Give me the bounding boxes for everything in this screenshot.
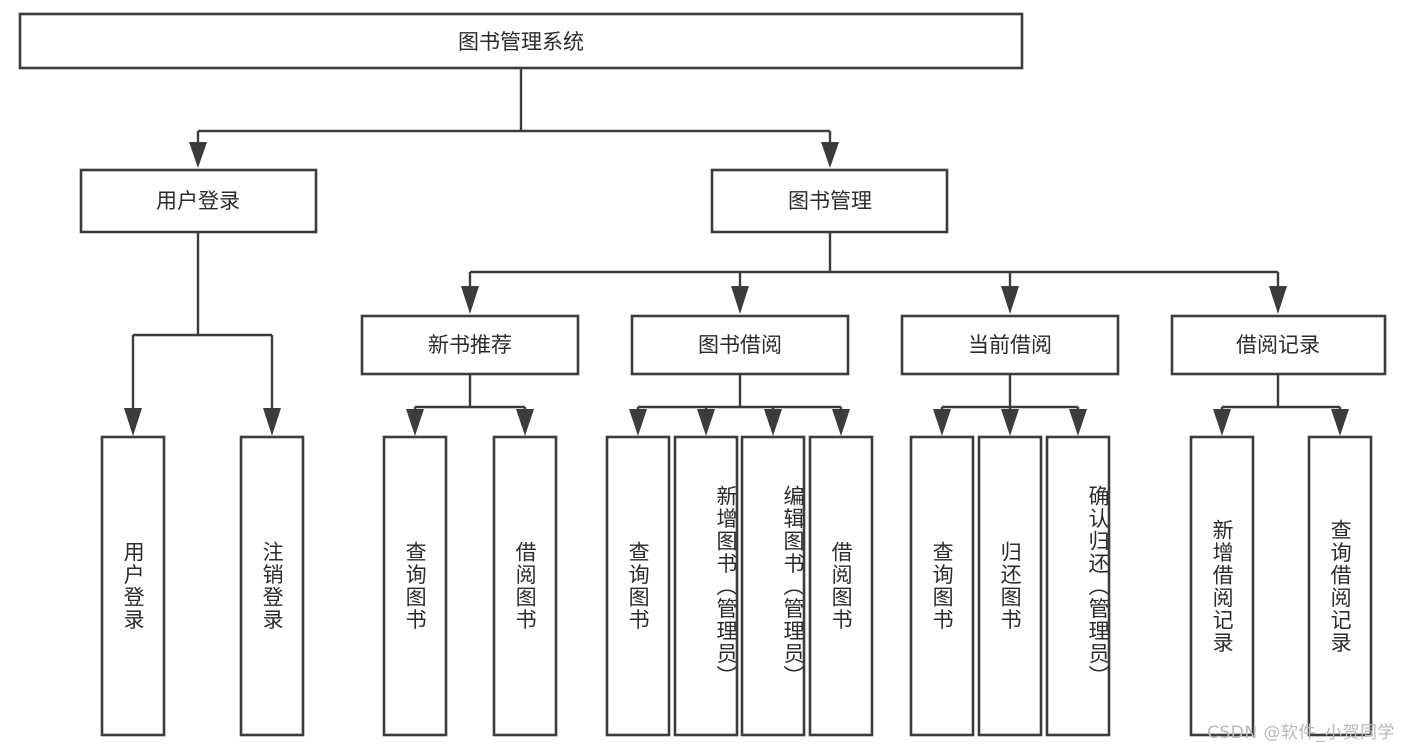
node-new-book-box[interactable] — [360, 314, 580, 376]
watermark-text: CSDN @软件_小贺同学 — [1207, 723, 1395, 743]
node-book-manage[interactable]: 图书管理 — [710, 168, 949, 234]
leaf-box-nb-query[interactable] — [382, 435, 448, 737]
leaf-box-bb-edit[interactable] — [740, 435, 806, 737]
arrow-leaf-nb-borrow — [516, 409, 534, 436]
node-user-login[interactable]: 用户登录 — [79, 168, 318, 234]
edge-group-book-borrow — [629, 374, 850, 436]
node-root[interactable]: 图书管理系统 — [18, 12, 1024, 70]
arrow-leaf-bb-query — [629, 409, 647, 436]
leaf-label-cb-confirm: 确认归还（管理员） — [1086, 484, 1110, 688]
leaf-label-logout: 注销登录 — [260, 541, 285, 631]
leaf-box-cb-confirm[interactable] — [1045, 435, 1111, 737]
node-borrow-record-label: 借阅记录 — [1236, 333, 1320, 357]
leaf-label-cb-return: 归还图书 — [998, 541, 1023, 631]
leaf-label-br-query: 查询借阅记录 — [1328, 518, 1353, 654]
node-book-borrow[interactable]: 图书借阅 — [630, 314, 850, 376]
node-borrow-record[interactable]: 借阅记录 — [1170, 314, 1387, 376]
node-user-login-box[interactable] — [79, 168, 318, 234]
arrow-leaf-br-add — [1213, 409, 1231, 436]
leaf-boxes-current-borrow — [909, 435, 1111, 737]
arrow-to-user-login — [189, 142, 207, 168]
arrow-leaf-bb-add — [697, 409, 715, 436]
node-current-borrow-box[interactable] — [900, 314, 1120, 376]
node-root-box[interactable] — [18, 12, 1024, 70]
edge-group-borrow-record — [1213, 374, 1349, 436]
edge-group-new-book — [406, 374, 534, 436]
leaf-box-bb-borrow[interactable] — [808, 435, 874, 737]
leaf-label-bb-edit: 编辑图书（管理员） — [781, 484, 805, 688]
leaf-box-cb-return[interactable] — [977, 435, 1043, 737]
leaf-box-nb-borrow[interactable] — [492, 435, 558, 737]
node-book-borrow-label: 图书借阅 — [698, 333, 782, 357]
leaf-label-bb-borrow: 借阅图书 — [829, 541, 854, 631]
arrow-to-book-manage — [821, 142, 839, 168]
leaf-label-nb-query: 查询图书 — [403, 541, 428, 631]
node-current-borrow[interactable]: 当前借阅 — [900, 314, 1120, 376]
leaf-box-br-add[interactable] — [1189, 435, 1255, 737]
node-book-manage-box[interactable] — [710, 168, 949, 234]
leaf-label-user-login: 用户登录 — [121, 541, 146, 631]
leaf-label-bb-add: 新增图书（管理员） — [714, 484, 738, 688]
leaf-boxes-user-login — [100, 435, 305, 737]
arrow-leaf-cb-query — [933, 409, 951, 436]
arrow-to-borrow-record — [1269, 286, 1287, 314]
node-book-borrow-box[interactable] — [630, 314, 850, 376]
arrow-to-book-borrow — [731, 286, 749, 314]
arrow-leaf-bb-borrow — [832, 409, 850, 436]
edge-group-book-manage — [461, 232, 1287, 314]
edge-group-user-login — [124, 232, 281, 436]
leaf-box-logout[interactable] — [239, 435, 305, 737]
arrow-to-new-book — [461, 286, 479, 314]
leaf-label-bb-query: 查询图书 — [626, 541, 651, 631]
arrow-leaf-nb-query — [406, 409, 424, 436]
node-current-borrow-label: 当前借阅 — [968, 333, 1052, 357]
leaf-boxes-new-book — [382, 435, 558, 737]
arrow-leaf-bb-edit — [764, 409, 782, 436]
arrow-to-current-borrow — [1001, 286, 1019, 314]
leaf-label-nb-borrow: 借阅图书 — [513, 541, 538, 631]
leaf-label-cb-query: 查询图书 — [930, 541, 955, 631]
node-book-manage-label: 图书管理 — [788, 189, 872, 213]
node-borrow-record-box[interactable] — [1170, 314, 1387, 376]
leaf-label-br-add: 新增借阅记录 — [1210, 518, 1235, 654]
edge-group-current-borrow — [933, 374, 1087, 436]
leaf-box-bb-query[interactable] — [605, 435, 671, 737]
arrow-leaf-cb-return — [1001, 409, 1019, 436]
node-new-book-label: 新书推荐 — [428, 333, 512, 357]
leaf-boxes-book-borrow — [605, 435, 874, 737]
arrow-leaf-logout — [263, 408, 281, 436]
arrow-leaf-br-query — [1331, 409, 1349, 436]
leaf-box-bb-add[interactable] — [673, 435, 739, 737]
leaf-boxes-borrow-record — [1189, 435, 1373, 737]
arrow-leaf-user-login — [124, 408, 142, 436]
edge-group-root — [189, 68, 839, 168]
node-user-login-label: 用户登录 — [156, 189, 240, 213]
arrow-leaf-cb-confirm — [1069, 409, 1087, 436]
leaf-box-br-query[interactable] — [1307, 435, 1373, 737]
leaf-box-cb-query[interactable] — [909, 435, 975, 737]
node-root-label: 图书管理系统 — [458, 30, 584, 54]
node-new-book-recommend[interactable]: 新书推荐 — [360, 314, 580, 376]
leaf-box-user-login[interactable] — [100, 435, 166, 737]
